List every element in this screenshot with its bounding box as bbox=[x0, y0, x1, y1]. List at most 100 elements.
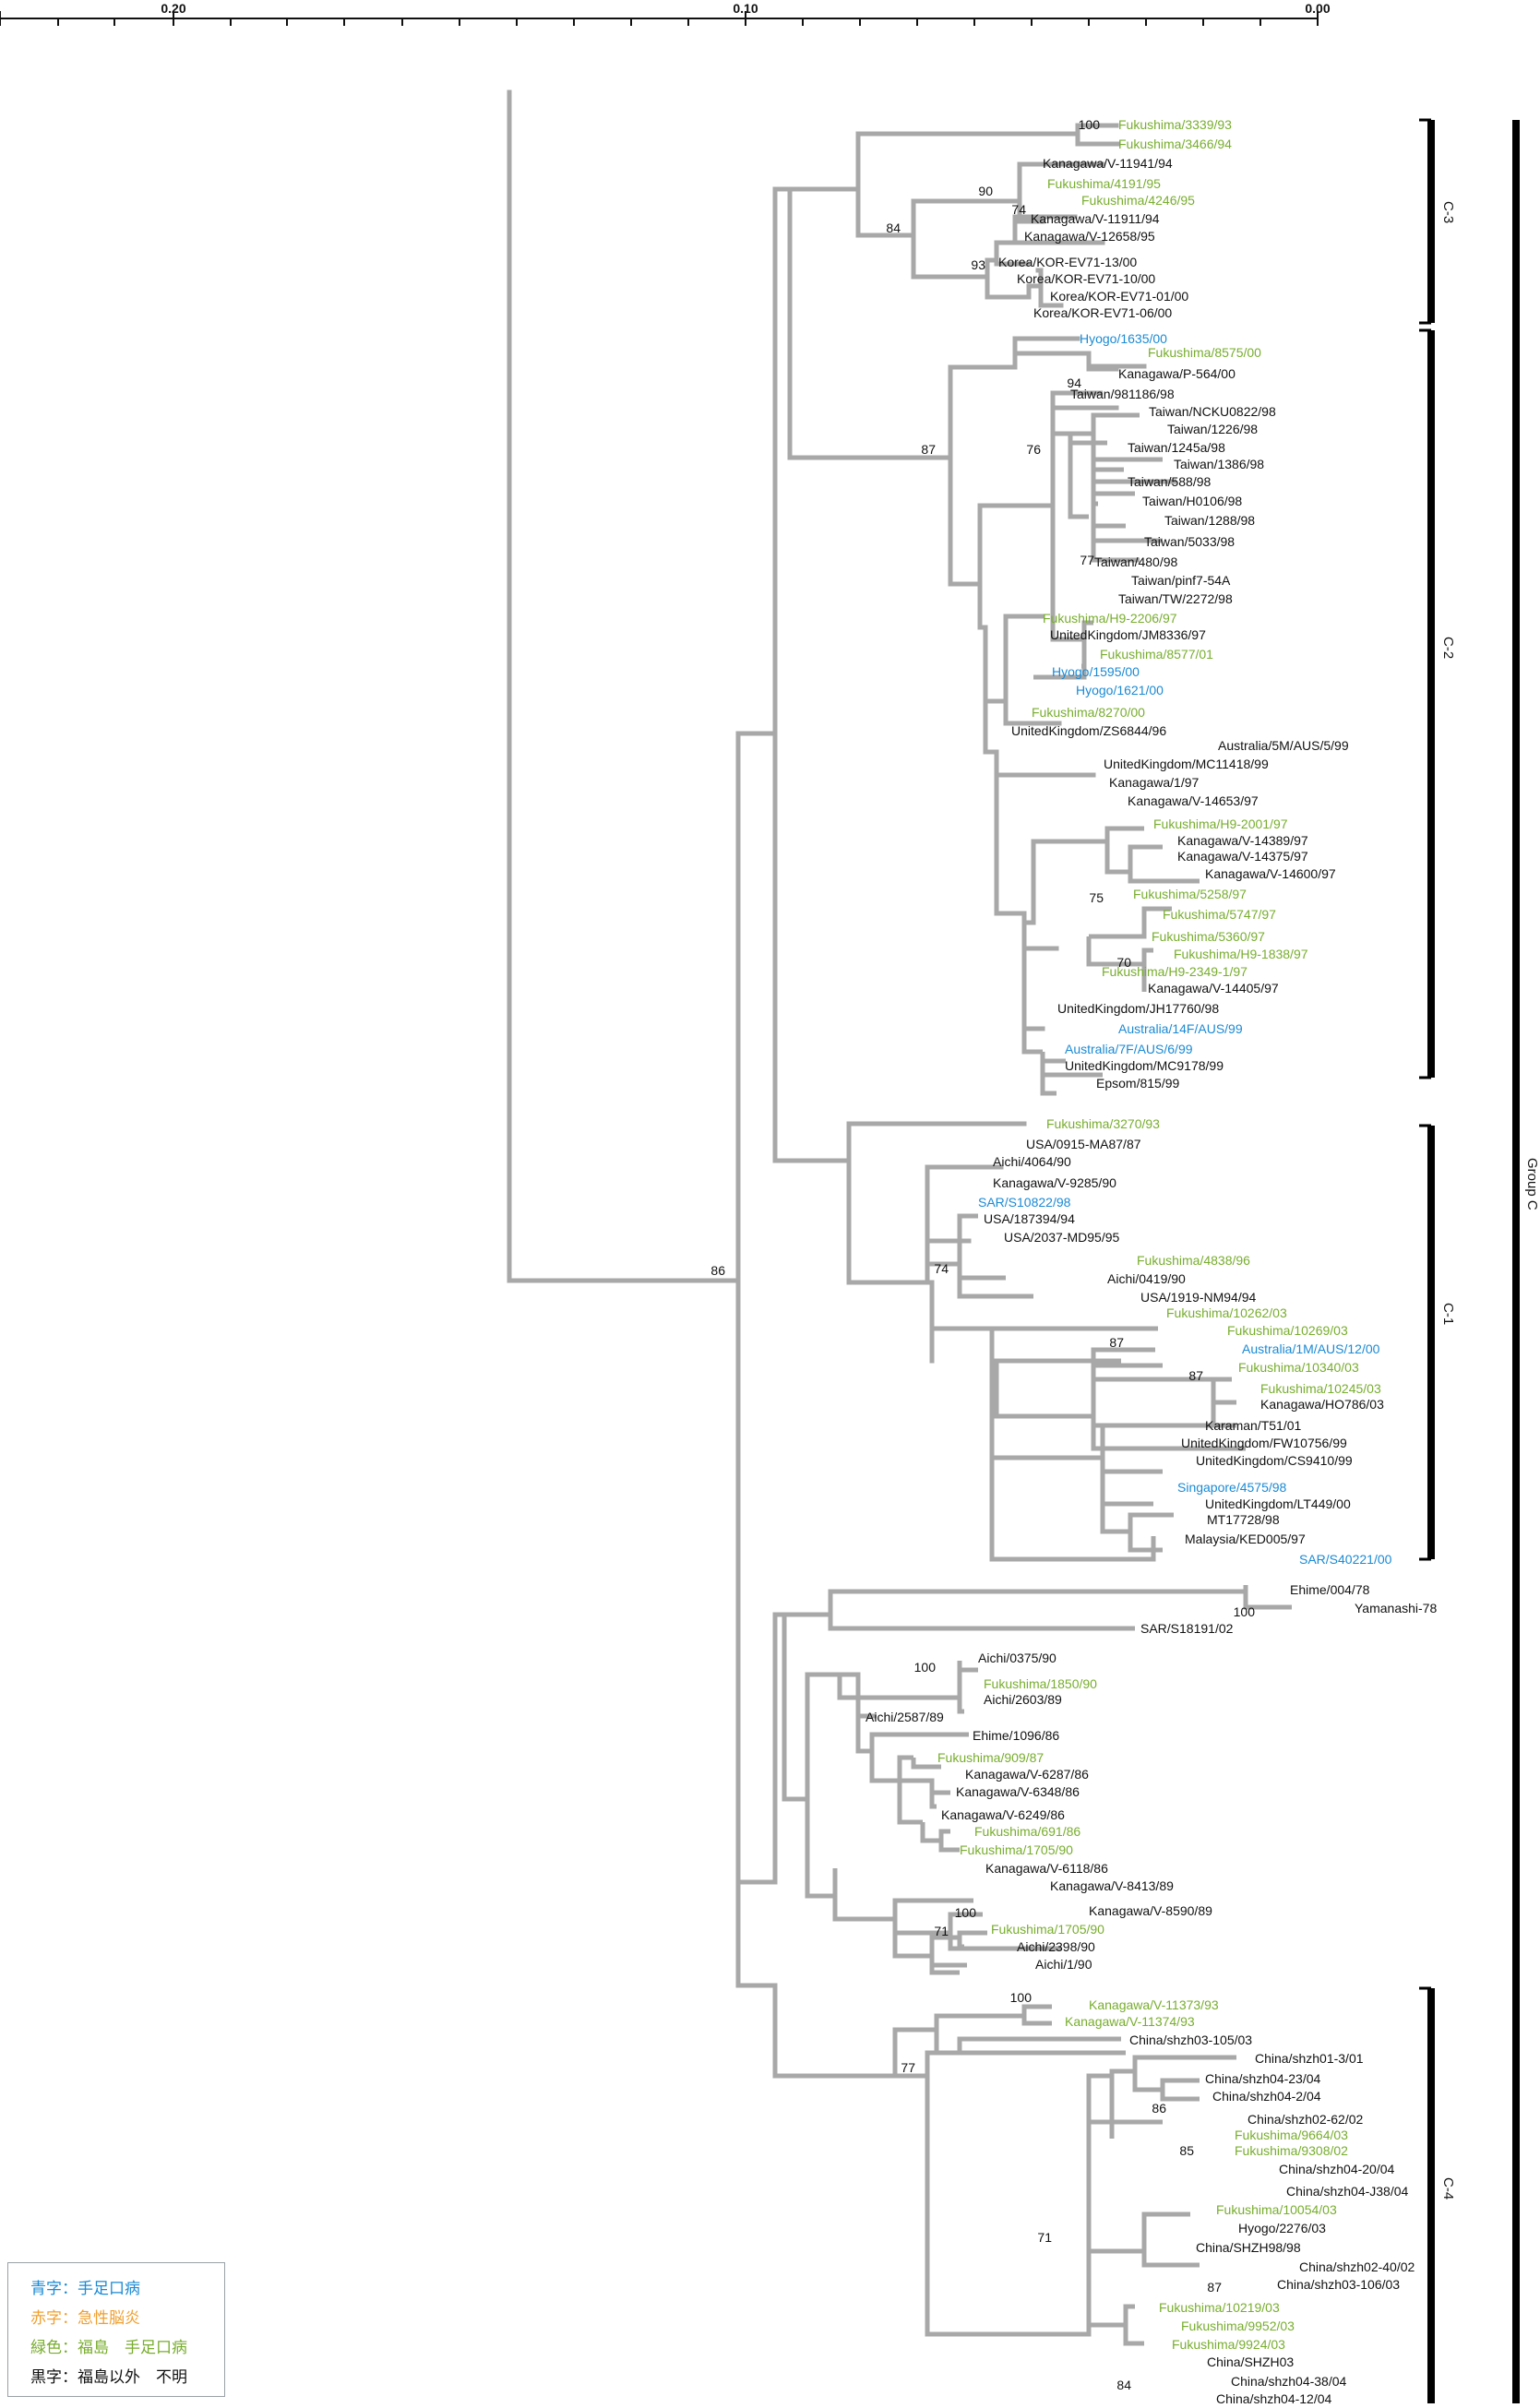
taxon-label: Fukushima/4191/95 bbox=[1047, 176, 1161, 191]
group-label: Group C bbox=[1524, 1158, 1540, 1210]
taxon-label: Kanagawa/V-6348/86 bbox=[956, 1784, 1080, 1799]
taxon-label: Malaysia/KED005/97 bbox=[1185, 1532, 1306, 1546]
taxon-label: Taiwan/NCKU0822/98 bbox=[1149, 404, 1276, 419]
taxon-label: Kanagawa/P-564/00 bbox=[1118, 366, 1236, 381]
taxon-label: Kanagawa/V-11911/94 bbox=[1031, 211, 1160, 226]
taxa-labels: Fukushima/3339/93 Fukushima/3466/94 Kana… bbox=[866, 117, 1437, 2406]
taxon-label: China/shzh03-105/03 bbox=[1129, 2032, 1252, 2047]
taxon-label: China/shzh04-38/04 bbox=[1231, 2374, 1347, 2389]
scale-tick-label: 0.20 bbox=[161, 1, 185, 16]
taxon-label: UnitedKingdom/JH17760/98 bbox=[1057, 1001, 1219, 1016]
taxon-label: MT17728/98 bbox=[1207, 1512, 1280, 1527]
taxon-label: Fukushima/H9-2206/97 bbox=[1043, 611, 1177, 626]
legend-entry-green: 緑色：福島 手足口病 bbox=[30, 2339, 187, 2356]
taxon-label: China/shzh04-J38/04 bbox=[1286, 2184, 1409, 2199]
taxon-label: SAR/S40221/00 bbox=[1299, 1552, 1392, 1567]
taxon-label: Taiwan/1288/98 bbox=[1164, 513, 1255, 528]
taxon-label: UnitedKingdom/LT449/00 bbox=[1205, 1496, 1351, 1511]
taxon-label: Fukushima/8270/00 bbox=[1032, 705, 1145, 720]
bootstrap-value: 74 bbox=[934, 1261, 949, 1276]
legend-entry-black: 黒字：福島以外 不明 bbox=[30, 2368, 187, 2386]
taxon-label: Aichi/2603/89 bbox=[984, 1692, 1062, 1707]
taxon-label: USA/1919-NM94/94 bbox=[1140, 1290, 1257, 1305]
bootstrap-value: 85 bbox=[1179, 2143, 1194, 2158]
taxon-label: Fukushima/3270/93 bbox=[1046, 1116, 1160, 1131]
taxon-label: Fukushima/909/87 bbox=[937, 1750, 1044, 1765]
taxon-label: Aichi/1/90 bbox=[1035, 1957, 1092, 1972]
taxon-label: Fukushima/10219/03 bbox=[1159, 2300, 1280, 2315]
taxon-label: Aichi/2398/90 bbox=[1017, 1939, 1095, 1954]
taxon-label: Taiwan/H0106/98 bbox=[1142, 494, 1242, 508]
taxon-label: Kanagawa/V-11374/93 bbox=[1065, 2014, 1195, 2029]
taxon-label: Korea/KOR-EV71-06/00 bbox=[1033, 305, 1172, 320]
bootstrap-value: 100 bbox=[1234, 1604, 1256, 1619]
taxon-label: Kanagawa/V-8413/89 bbox=[1050, 1878, 1174, 1893]
clade-label-c2: C-2 bbox=[1440, 637, 1456, 659]
bootstrap-value: 84 bbox=[886, 221, 901, 235]
taxon-label: Fukushima/H9-2349-1/97 bbox=[1102, 964, 1248, 979]
taxon-label: SAR/S10822/98 bbox=[978, 1195, 1071, 1210]
taxon-label: Fukushima/10262/03 bbox=[1166, 1305, 1287, 1320]
taxon-label: Fukushima/10269/03 bbox=[1227, 1323, 1348, 1338]
taxon-label: Fukushima/8575/00 bbox=[1148, 345, 1261, 360]
bootstrap-value: 84 bbox=[1116, 2378, 1131, 2392]
bootstrap-value: 86 bbox=[710, 1263, 725, 1278]
taxon-label: Taiwan/1245a/98 bbox=[1128, 440, 1225, 455]
taxon-label: Fukushima/H9-1838/97 bbox=[1174, 947, 1308, 961]
taxon-label: Kanagawa/V-8590/89 bbox=[1089, 1903, 1212, 1918]
taxon-label: Taiwan/1226/98 bbox=[1167, 422, 1258, 436]
taxon-label: Fukushima/4838/96 bbox=[1137, 1253, 1250, 1268]
taxon-label: Fukushima/9664/03 bbox=[1235, 2128, 1348, 2142]
taxon-label: Fukushima/9952/03 bbox=[1181, 2319, 1295, 2333]
taxon-label: Hyogo/2276/03 bbox=[1238, 2221, 1326, 2235]
taxon-label: Fukushima/1850/90 bbox=[984, 1676, 1097, 1691]
bootstrap-value: 75 bbox=[1089, 890, 1104, 905]
taxon-label: Kanagawa/V-9285/90 bbox=[993, 1175, 1116, 1190]
clade-bars bbox=[1427, 120, 1520, 2403]
taxon-label: Kanagawa/V-6249/86 bbox=[941, 1807, 1065, 1822]
taxon-label: China/shzh04-12/04 bbox=[1216, 2391, 1332, 2406]
taxon-label: Hyogo/1595/00 bbox=[1052, 664, 1140, 679]
taxon-label: UnitedKingdom/FW10756/99 bbox=[1181, 1436, 1347, 1450]
tree-c1-detail bbox=[925, 1213, 1246, 1559]
taxon-label: UnitedKingdom/ZS6844/96 bbox=[1011, 723, 1166, 738]
bootstrap-value: 100 bbox=[955, 1905, 977, 1920]
bootstrap-value: 76 bbox=[1026, 442, 1041, 457]
taxon-label: Korea/KOR-EV71-10/00 bbox=[1017, 271, 1155, 286]
taxon-label: Karaman/T51/01 bbox=[1205, 1418, 1301, 1433]
taxon-label: Fukushima/5360/97 bbox=[1152, 929, 1265, 944]
taxon-label: Kanagawa/V-14405/97 bbox=[1148, 981, 1279, 995]
taxon-label: China/SHZH98/98 bbox=[1196, 2240, 1301, 2255]
taxon-label: UnitedKingdom/CS9410/99 bbox=[1196, 1453, 1353, 1468]
taxon-label: USA/187394/94 bbox=[984, 1211, 1075, 1226]
taxon-label: Fukushima/9308/02 bbox=[1235, 2143, 1348, 2158]
legend-entry-blue: 青字：手足口病 bbox=[30, 2280, 140, 2297]
taxon-label: Aichi/0419/90 bbox=[1107, 1271, 1186, 1286]
taxon-label: Fukushima/10054/03 bbox=[1216, 2202, 1337, 2217]
taxon-label: Kanagawa/V-11373/93 bbox=[1089, 1997, 1219, 2012]
legend-entry-orange: 赤字：急性脳炎 bbox=[30, 2309, 140, 2327]
taxon-label: China/shzh03-106/03 bbox=[1277, 2277, 1400, 2292]
taxon-label: Taiwan/pinf7-54A bbox=[1131, 573, 1231, 588]
taxon-label: Ehime/1096/86 bbox=[973, 1728, 1059, 1743]
taxon-label: Korea/KOR-EV71-01/00 bbox=[1050, 289, 1188, 304]
bootstrap-value: 100 bbox=[914, 1660, 937, 1675]
taxon-label: Fukushima/10340/03 bbox=[1238, 1360, 1359, 1375]
tree-branches-detail bbox=[994, 390, 1200, 1096]
taxon-label: Singapore/4575/98 bbox=[1177, 1480, 1287, 1495]
taxon-label: China/shzh04-23/04 bbox=[1205, 2071, 1321, 2086]
bootstrap-value: 93 bbox=[971, 257, 985, 272]
bootstrap-value: 77 bbox=[1080, 553, 1094, 567]
taxon-label: UnitedKingdom/JM8336/97 bbox=[1050, 627, 1206, 642]
taxon-label: Taiwan/TW/2272/98 bbox=[1118, 591, 1233, 606]
taxon-label: Fukushima/5747/97 bbox=[1163, 907, 1276, 922]
taxon-label: Aichi/0375/90 bbox=[978, 1651, 1057, 1665]
scale-bar bbox=[0, 11, 1319, 26]
bootstrap-value: 100 bbox=[1079, 117, 1101, 132]
scale-tick-label: 0.00 bbox=[1305, 1, 1330, 16]
taxon-label: Fukushima/3339/93 bbox=[1118, 117, 1232, 132]
taxon-label: Aichi/2587/89 bbox=[866, 1710, 944, 1724]
taxon-label: Kanagawa/V-14389/97 bbox=[1177, 833, 1308, 848]
taxon-label: Fukushima/8577/01 bbox=[1100, 647, 1213, 662]
taxon-label: Kanagawa/V-11941/94 bbox=[1043, 156, 1173, 171]
